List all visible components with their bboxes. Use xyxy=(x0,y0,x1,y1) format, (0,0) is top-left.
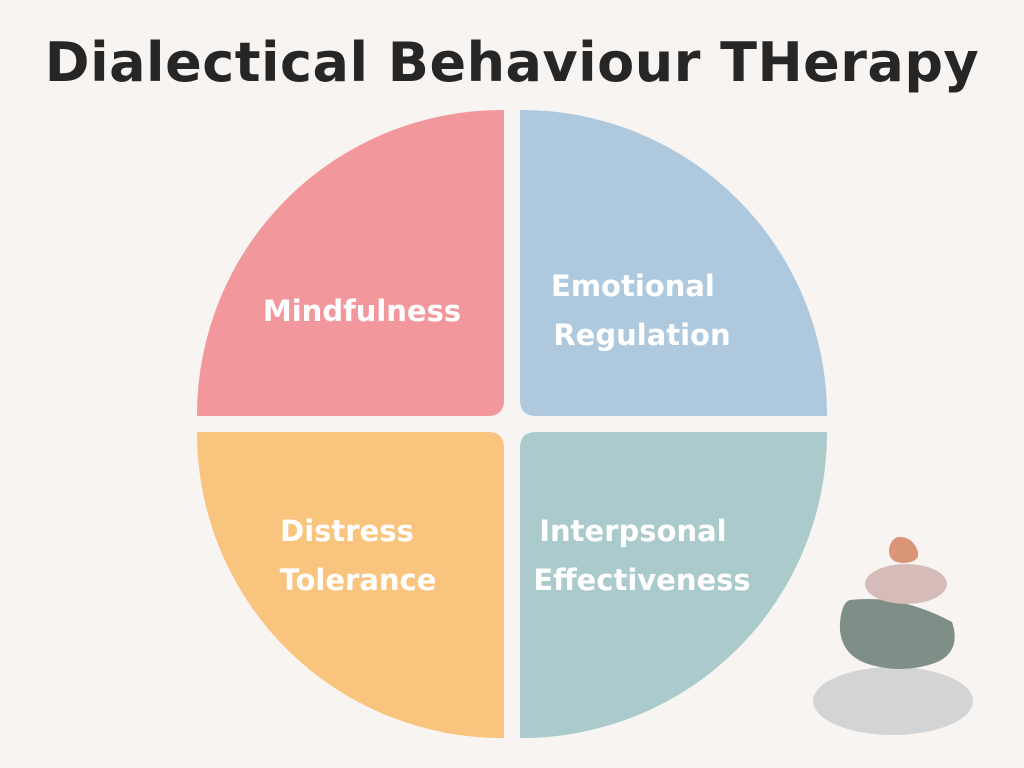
page-title: Dialectical Behaviour THerapy xyxy=(44,31,980,94)
stone-base xyxy=(813,667,973,735)
label-distress-tolerance: Distress Tolerance xyxy=(280,514,437,597)
balanced-stones-icon xyxy=(813,536,973,735)
label-distress-tolerance-line1: Distress xyxy=(280,514,414,548)
stone-middle xyxy=(839,598,955,669)
quadrant-emotional-regulation xyxy=(520,109,828,416)
label-emotional-regulation-line1: Emotional xyxy=(551,269,715,303)
label-interpersonal-effectiveness-line1: Interpsonal xyxy=(539,514,726,548)
stone-upper xyxy=(865,564,947,604)
stone-top xyxy=(889,536,919,563)
quadrant-mindfulness xyxy=(196,109,504,416)
label-mindfulness: Mindfulness xyxy=(263,294,461,328)
label-emotional-regulation-line2: Regulation xyxy=(553,318,730,352)
quadrant-interpersonal-effectiveness xyxy=(520,432,828,739)
quadrant-distress-tolerance xyxy=(196,432,504,739)
label-interpersonal-effectiveness: Interpsonal Effectiveness xyxy=(533,514,750,597)
label-mindfulness-line1: Mindfulness xyxy=(263,294,461,328)
label-interpersonal-effectiveness-line2: Effectiveness xyxy=(533,563,750,597)
label-emotional-regulation: Emotional Regulation xyxy=(551,269,731,352)
label-distress-tolerance-line2: Tolerance xyxy=(280,563,437,597)
